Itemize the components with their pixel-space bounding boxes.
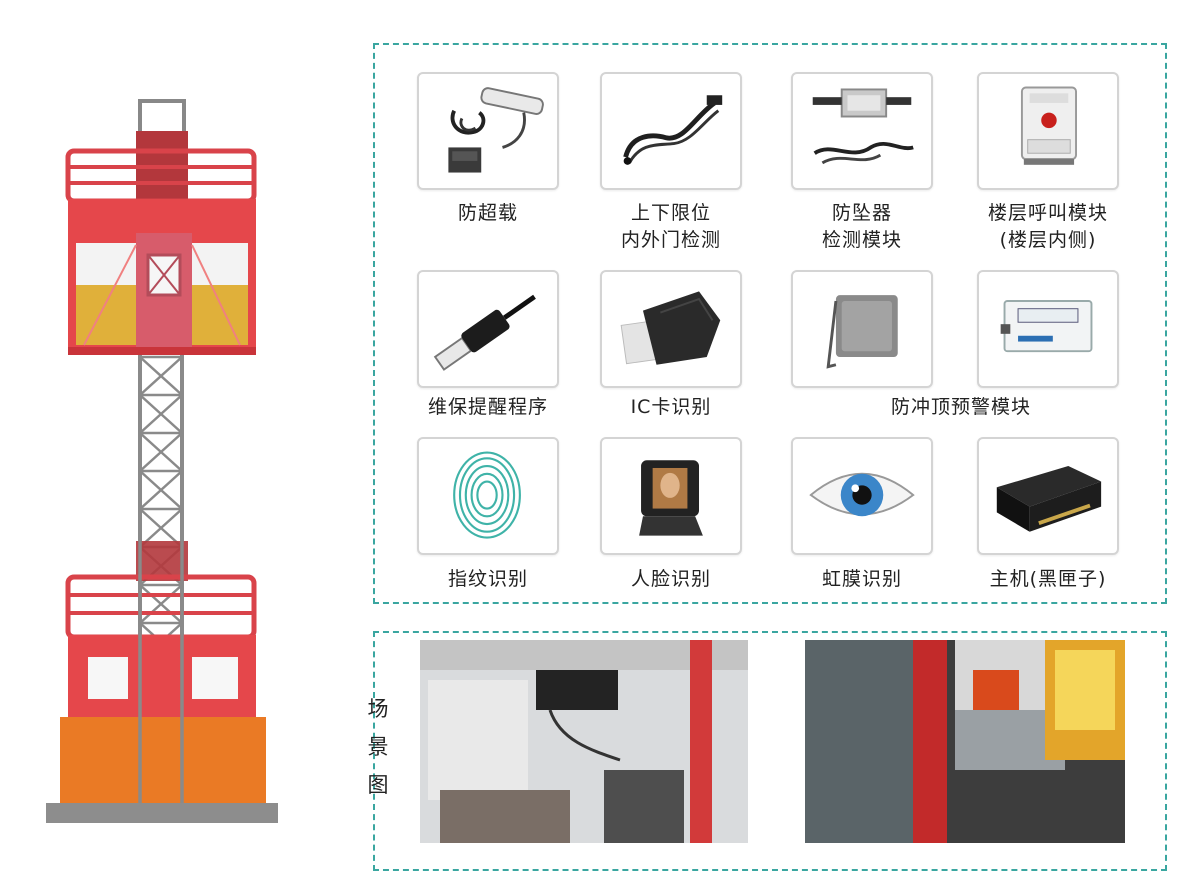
display-box-card: [977, 270, 1119, 388]
label-antifall: 防坠器检测模块: [821, 202, 902, 251]
label-floorcall: 楼层呼叫模块(楼层内侧): [987, 202, 1108, 251]
mast-lattice-strut: [139, 584, 183, 624]
limit-cable-icon: [623, 95, 723, 165]
fingerprint-icon: [453, 451, 521, 539]
iccard-card: [600, 270, 742, 388]
scene-label-char: 场: [367, 697, 389, 721]
mast-lattice-strut: [139, 470, 183, 510]
black-box-icon: [996, 466, 1102, 532]
overload-card: [417, 72, 559, 190]
scene-photo-right: [805, 640, 1125, 843]
label-fingerprint: 指纹识别: [447, 568, 528, 590]
anticollision-card: [791, 270, 933, 388]
label-overload: 防超载: [457, 202, 518, 224]
sensor-box-icon: [826, 295, 898, 369]
mast-lattice-strut: [139, 356, 183, 396]
label-maintain: 维保提醒程序: [427, 396, 548, 418]
scene-label: 场景图: [363, 690, 393, 804]
construction-elevator-illustration: [46, 99, 278, 823]
host-card: [977, 437, 1119, 555]
scene-photo-left: [420, 640, 748, 843]
label-limit: 上下限位内外门检测: [620, 202, 721, 251]
card-reader-icon: [620, 291, 721, 365]
call-button-icon: [1020, 86, 1077, 165]
scene-label-char: 景: [367, 735, 389, 759]
antifall-card: [791, 72, 933, 190]
usb-plug-icon: [433, 294, 536, 371]
label-iccard: IC卡识别: [630, 396, 712, 418]
label-iris: 虹膜识别: [821, 568, 902, 590]
scene-label-char: 图: [367, 773, 389, 797]
mast-lattice-strut: [139, 508, 183, 548]
limit-card: [600, 72, 742, 190]
mast-lattice-strut: [139, 394, 183, 434]
label-anticollision: 防冲顶预警模块: [890, 396, 1031, 418]
components-panel: [373, 43, 1167, 604]
iris-card: [791, 437, 933, 555]
overload-sensor-icon: [448, 87, 544, 173]
label-host: 主机(黑匣子): [989, 568, 1107, 590]
face-card: [600, 437, 742, 555]
maintain-card: [417, 270, 559, 388]
floorcall-card: [977, 72, 1119, 190]
fingerprint-card: [417, 437, 559, 555]
label-face: 人脸识别: [630, 568, 711, 590]
anti-fall-icon: [812, 88, 914, 165]
eye-icon: [809, 472, 915, 517]
face-scanner-icon: [639, 460, 703, 536]
mast-lattice-strut: [139, 432, 183, 472]
display-box-icon: [1000, 300, 1093, 353]
